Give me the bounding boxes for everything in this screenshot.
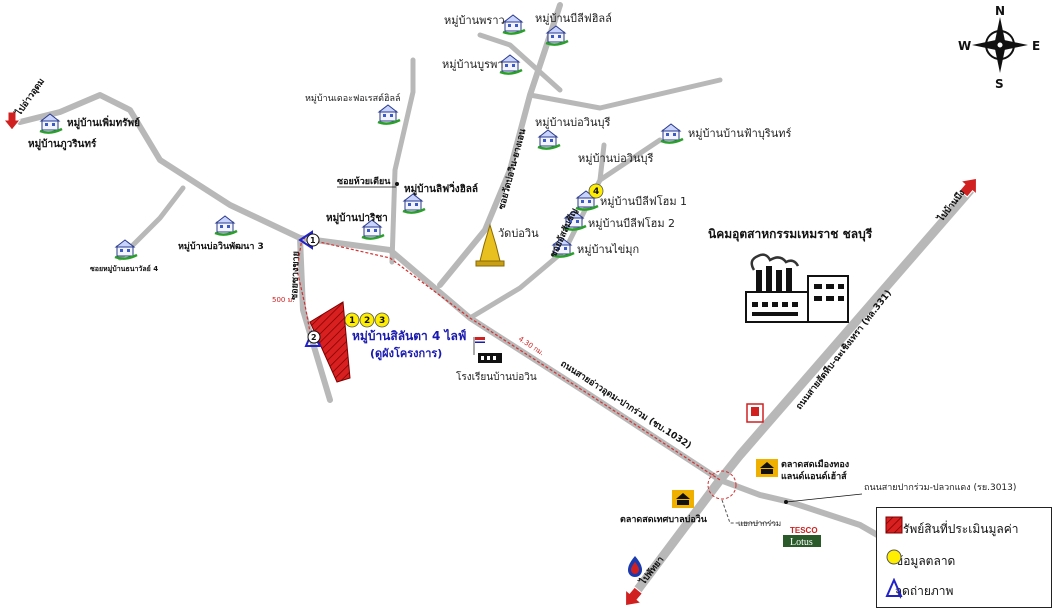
school-icon: [473, 337, 502, 363]
village-label: หมู่บ้านบ่อวินบุรี: [578, 152, 653, 165]
route-dashed: [301, 237, 721, 481]
market-icon: [756, 459, 778, 477]
arrow-icon: [625, 586, 643, 607]
village-label: หมู่บ้านลิฟวิ่งฮิลล์: [404, 181, 478, 196]
village-label: หมู่บ้านปาริชา: [326, 212, 388, 225]
subject-note: (ดูผังโครงการ): [370, 346, 442, 361]
market-thesaban-label: ตลาดสดเทศบาลบ่อวิน: [620, 514, 708, 525]
compass-s: S: [995, 77, 1004, 91]
junction-label: แยกปากร่วม: [738, 519, 781, 528]
tesco-label: TESCO: [790, 526, 818, 535]
compass-icon: [972, 17, 1028, 73]
compass-w: W: [958, 39, 971, 53]
company-logo-icon: [746, 403, 764, 423]
road-soi-2: [389, 57, 416, 265]
legend-row-market: ข้อมูลตลาด: [885, 548, 955, 574]
village-label: ซอยหมู่บ้านธนาวัลย์ 4: [90, 264, 158, 274]
junction-circle: [707, 470, 737, 500]
legend-row-photo: จุดถ่ายภาพ: [885, 578, 953, 604]
village-label: หมู่บ้านบ้านฟ้าบุรินทร์: [688, 127, 791, 140]
road-soi-3: [437, 2, 563, 288]
village-label: หมู่บ้านบีลีฟโฮม 1: [600, 194, 687, 208]
market-muang-thong-label-1: ตลาดสดเมืองทองแลนด์แอนด์เฮ้าส์: [781, 458, 849, 482]
junction-pointer: [721, 499, 776, 524]
direction-label-ao-udom: ไปอ่าวอุดม: [12, 76, 47, 119]
subject-marker-3: 3: [379, 316, 385, 326]
road-site-soi: [297, 235, 333, 403]
photo-point-2: 2: [311, 333, 317, 342]
road-label-main: ถนนสายอ่าวอุดม-ปากร่วม (ชบ.1032): [558, 358, 693, 451]
yellow-circle-icon: [886, 549, 902, 565]
temple-icon: [475, 223, 505, 267]
village-label: หมู่บ้านไข่มุก: [577, 243, 639, 256]
market-icon: [672, 490, 694, 508]
village-label: หมู่บ้านพราว: [444, 14, 505, 27]
legend-row-property: ทรัพย์สินที่ประเมินมูลค่า: [885, 516, 1019, 542]
photo-triangle-icon: [885, 578, 903, 597]
road-3013: [717, 477, 903, 551]
subject-marker-2: 2: [364, 316, 370, 326]
village-label: หมู่บ้านบีลีฟฮิลล์: [535, 12, 612, 25]
road-label-soi-site: ซอยซางขาย: [290, 251, 302, 300]
subject-property-area: [309, 301, 351, 383]
arrow-icon: [959, 177, 977, 198]
subject-name: หมู่บ้านสิลันตา 4 ไลฟ์: [352, 328, 466, 344]
photo-point-icon: [298, 230, 320, 250]
distance-site: 500 ม.: [272, 296, 294, 304]
road-branch-b: [597, 137, 663, 183]
legend-property-label: ทรัพย์สินที่ประเมินมูลค่า: [895, 521, 1019, 536]
village-label: หมู่บ้านเพิ่มทรัพย์: [67, 115, 140, 130]
road-hwy-331: [625, 183, 977, 605]
gas-station-icon: [628, 556, 642, 577]
road-label-soi-huai-tian: ซอยห้วยเตียน: [337, 176, 391, 187]
legend-market-label: ข้อมูลตลาด: [895, 553, 956, 568]
temple-label: วัดบ่อวิน: [498, 227, 539, 240]
factory-icon: [745, 253, 849, 323]
arrow-icon: [2, 111, 22, 131]
legend-photo-label: จุดถ่ายภาพ: [895, 583, 954, 598]
subject-marker-1: 1: [349, 316, 355, 326]
village-label: หมู่บ้านภูวรินทร์: [28, 138, 97, 151]
road-label-soi-wat-bowin: ซอยวัดบ่อวิน-ยางเอน: [496, 127, 528, 211]
lotus-label: Lotus: [790, 537, 813, 548]
village-label: หมู่บ้านบูรพา: [442, 58, 504, 71]
hatched-square-icon: [885, 516, 903, 534]
road-branch-c: [477, 32, 563, 93]
map-legend: ทรัพย์สินที่ประเมินมูลค่า ข้อมูลตลาด จุด…: [876, 507, 1052, 608]
road-label-3013: ถนนสายปากร่วม-ปลวกแดง (รย.3013): [864, 483, 1016, 493]
village-label: หมู่บ้านบีลีฟโฮม 2: [588, 216, 675, 230]
village-label: หมู่บ้านบ่อวินพัฒนา 3: [178, 241, 264, 252]
road-soi-1: [117, 185, 186, 261]
market-marker-4: 4: [593, 187, 599, 197]
photo-point-1: 1: [310, 236, 316, 245]
route-dashed-site: [296, 237, 311, 333]
school-label: โรงเรียนบ้านบ่อวิน: [456, 370, 537, 383]
village-label: หมู่บ้านเดอะฟอเรสต์ฮิลล์: [305, 92, 401, 104]
road-branch-a: [527, 77, 723, 111]
compass-n: N: [995, 4, 1005, 18]
industrial-label: นิคมอุตสาหกรรมเหมราช ชลบุรี: [708, 227, 873, 242]
compass-e: E: [1032, 39, 1040, 53]
photo-point-icon: [304, 329, 322, 347]
village-label: หมู่บ้านบ่อวินบุรี: [535, 116, 610, 129]
